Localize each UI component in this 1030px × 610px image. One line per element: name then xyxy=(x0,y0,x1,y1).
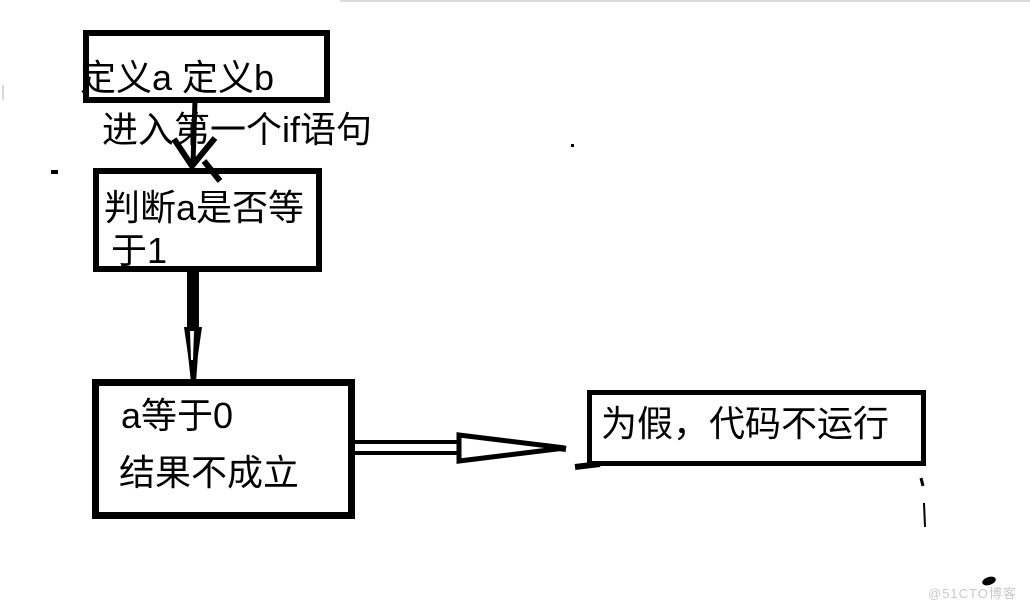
flowchart-box-result xyxy=(92,379,355,519)
arrow-result-to-false xyxy=(351,432,567,464)
stray-tick xyxy=(919,477,925,487)
arrow2-head-slit xyxy=(190,331,194,360)
stray-dash xyxy=(51,170,58,174)
box-result-label-line2: 结果不成立 xyxy=(119,452,300,493)
flowchart-box-define xyxy=(83,30,330,103)
box-judge-label-line2: 于1 xyxy=(111,230,168,271)
enter-if-label: 进入第一个if语句 xyxy=(102,109,373,150)
flowchart-box-false xyxy=(587,390,926,466)
box-define-label: 定义a 定义b xyxy=(80,57,275,98)
box-judge-label-line1: 判断a是否等 xyxy=(104,187,305,228)
stray-dot xyxy=(571,144,574,147)
arrow-judge-to-result xyxy=(184,270,202,382)
arrow3-hollow-head xyxy=(456,432,566,464)
arrow2-stem xyxy=(187,270,199,330)
box-result-label-line1: a等于0 xyxy=(121,395,234,436)
arrow3-tip xyxy=(543,443,567,452)
stray-vertical-line xyxy=(923,502,926,528)
box-false-label: 为假，代码不运行 xyxy=(601,403,890,444)
arrow2-head xyxy=(184,327,202,382)
watermark: @51CTO博客 xyxy=(928,586,1017,601)
